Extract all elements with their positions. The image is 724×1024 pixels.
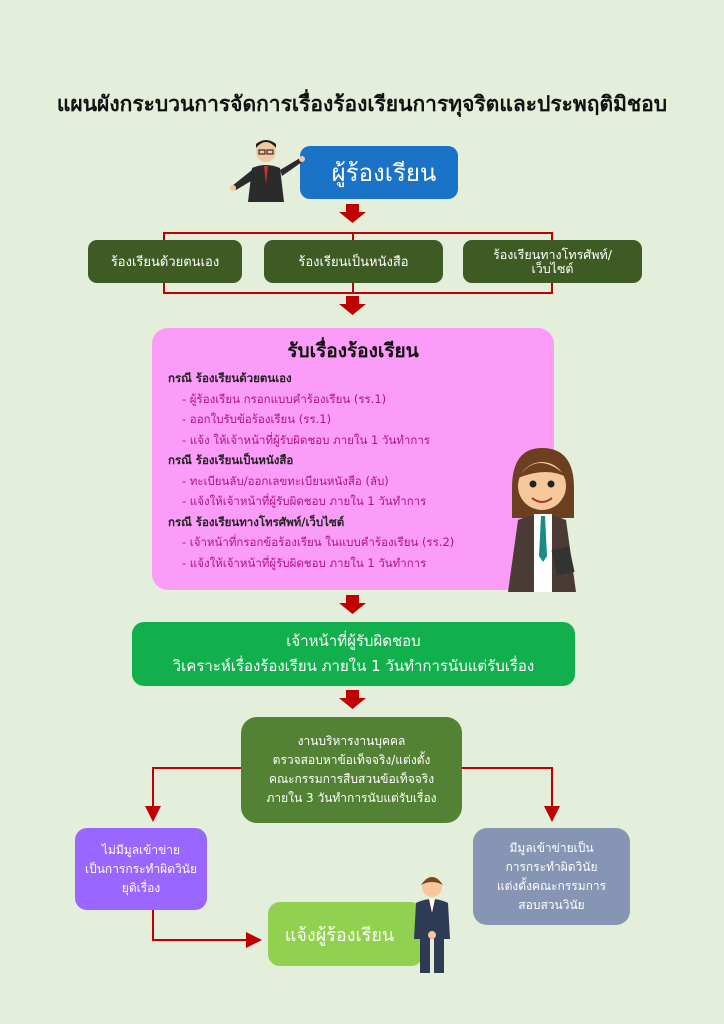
has-basis-line: สอบสวนวินัย [518,897,585,912]
channel-phone-web: ร้องเรียนทางโทรศัพท์/เว็บไซต์ [463,240,642,283]
no-basis-box: ไม่มีมูลเข้าข่าย เป็นการกระทำผิดวินัย ยุ… [75,828,207,910]
connector-right [462,767,560,822]
case-step: - ออกใบรับข้อร้องเรียน (รร.1) [182,412,332,426]
hr-line: ตรวจสอบหาข้อเท็จจริง/แต่งตั้ง [272,753,431,767]
businessman-icon [230,140,305,202]
no-basis-line: เป็นการกระทำผิดวินัย [85,861,197,876]
hr-line: งานบริหารงานบุคคล [297,734,406,748]
case-title: กรณี ร้องเรียนเป็นหนังสือ [168,453,294,467]
channel-letter: ร้องเรียนเป็นหนังสือ [264,240,443,283]
has-basis-box: มีมูลเข้าข่ายเป็น การกระทำผิดวินัย แต่งต… [473,828,630,925]
case-title: กรณี ร้องเรียนทางโทรศัพท์/เว็บไซต์ [168,514,345,529]
diagram-title: แผนผังกระบวนการจัดการเรื่องร้องเรียนการท… [56,92,668,116]
case-step: - ทะเบียนลับ/ออกเลขทะเบียนหนังสือ (ลับ) [182,473,389,488]
arrow-down-icon [339,296,366,315]
officer-line: เจ้าหน้าที่ผู้รับผิดชอบ [286,632,421,650]
officer-line: วิเคราะห์เรื่องร้องเรียน ภายใน 1 วันทำกา… [172,657,535,675]
connector-left [145,767,241,822]
hr-investigation-box: งานบริหารงานบุคคล ตรวจสอบหาข้อเท็จจริง/แ… [241,717,462,823]
connector-notify [152,910,262,948]
has-basis-line: แต่งตั้งคณะกรรมการ [496,878,607,893]
case-step: - แจ้ง ให้เจ้าหน้าที่ผู้รับผิดชอบ ภายใน … [182,432,430,447]
officer-analysis-box: เจ้าหน้าที่ผู้รับผิดชอบ วิเคราะห์เรื่องร… [132,622,575,686]
notify-complainant-box: แจ้งผู้ร้องเรียน [268,902,423,966]
staff-man-icon [414,877,450,973]
no-basis-line: ยุติเรื่อง [121,880,161,895]
case-step: - ผู้ร้องเรียน กรอกแบบคำร้องเรียน (รร.1) [182,391,387,406]
case-step: - แจ้งให้เจ้าหน้าที่ผู้รับผิดชอบ ภายใน 1… [182,555,427,570]
has-basis-line: มีมูลเข้าข่ายเป็น [509,840,594,855]
officer-woman-icon [508,448,576,592]
hr-line: ภายใน 3 วันทำการนับแต่รับเรื่อง [266,791,437,805]
complainant-box: ผู้ร้องเรียน [300,146,458,199]
arrow-down-icon [339,204,366,223]
arrow-down-icon [339,690,366,709]
channel-in-person: ร้องเรียนด้วยตนเอง [88,240,242,283]
case-step: - เจ้าหน้าที่กรอกข้อร้องเรียน ในแบบคำร้อ… [182,535,455,549]
case-title: กรณี ร้องเรียนด้วยตนเอง [168,371,292,385]
hr-line: คณะกรรมการสืบสวนข้อเท็จจริง [268,772,435,786]
connector-top [163,232,553,241]
connector-mid [163,283,553,294]
case-step: - แจ้งให้เจ้าหน้าที่ผู้รับผิดชอบ ภายใน 1… [182,494,427,508]
receive-heading: รับเรื่องร้องเรียน [287,340,419,362]
arrow-down-icon [339,595,366,614]
no-basis-line: ไม่มีมูลเข้าข่าย [101,842,181,857]
receive-complaint-box: รับเรื่องร้องเรียน กรณี ร้องเรียนด้วยตนเ… [152,328,554,590]
has-basis-line: การกระทำผิดวินัย [505,859,598,874]
